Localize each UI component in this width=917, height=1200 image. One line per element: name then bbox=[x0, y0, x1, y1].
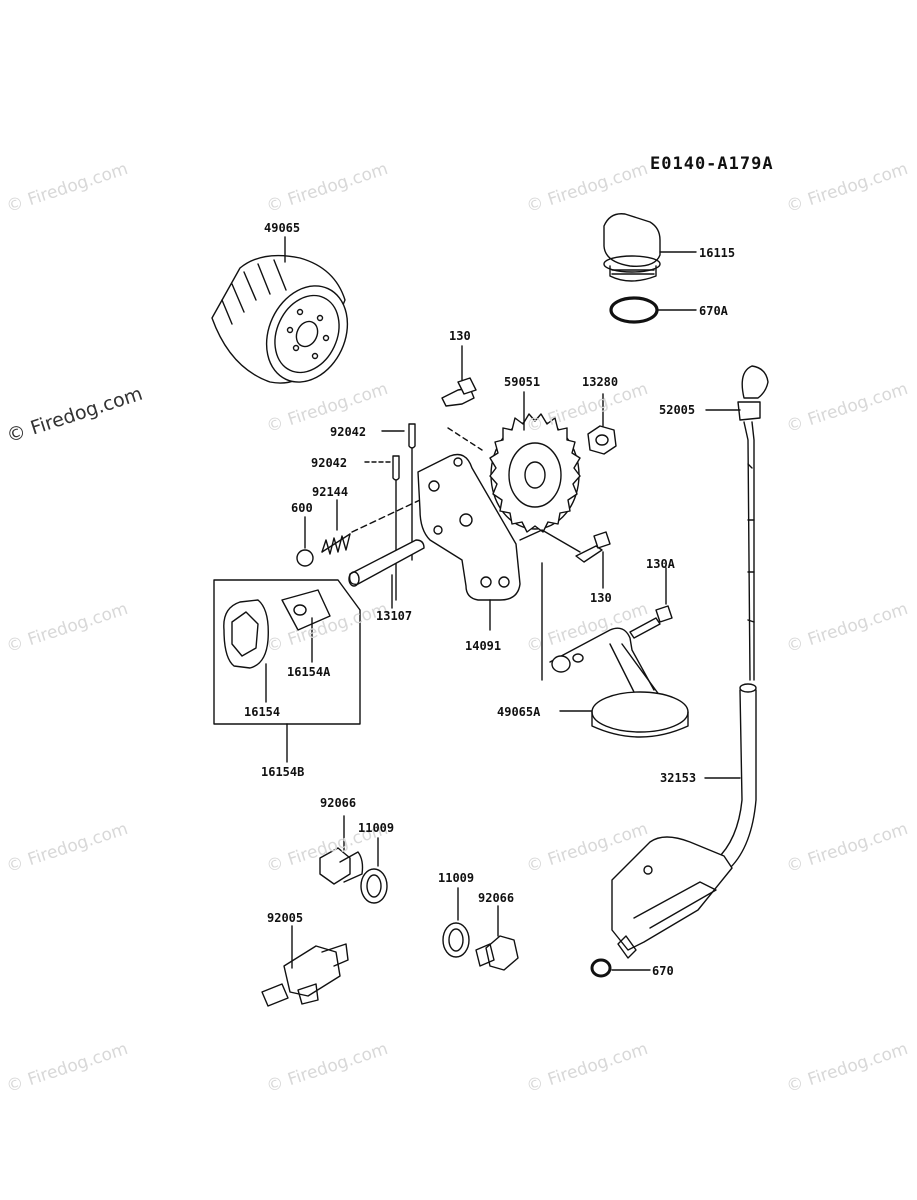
bolt-130a bbox=[629, 567, 673, 639]
part-label[interactable]: 49065A bbox=[497, 705, 541, 719]
drain-plug-a bbox=[319, 815, 364, 885]
part-label[interactable]: 130 bbox=[449, 329, 471, 343]
part-label[interactable]: 52005 bbox=[659, 403, 696, 417]
part-label[interactable]: 13280 bbox=[582, 375, 619, 389]
part-label[interactable]: 16154B bbox=[261, 765, 305, 779]
oil-filter bbox=[211, 236, 349, 384]
bypass-valve-kit bbox=[213, 579, 361, 763]
part-label[interactable]: 130 bbox=[590, 591, 612, 605]
bolt-130-top bbox=[441, 345, 477, 407]
part-label[interactable]: 92066 bbox=[478, 891, 515, 905]
relief-spring bbox=[321, 499, 421, 555]
part-label[interactable]: 11009 bbox=[438, 871, 475, 885]
bolt-130-mid bbox=[575, 531, 611, 589]
washer-b bbox=[442, 922, 470, 958]
o-ring-670a bbox=[609, 296, 659, 324]
oil-pump-gear bbox=[489, 391, 581, 533]
part-label[interactable]: 59051 bbox=[504, 375, 541, 389]
pump-shaft bbox=[348, 539, 425, 609]
dipstick bbox=[705, 365, 769, 681]
washer-a bbox=[360, 868, 388, 904]
o-ring-670 bbox=[590, 958, 612, 978]
part-label[interactable]: 16154A bbox=[287, 665, 331, 679]
drain-plug-b bbox=[475, 905, 519, 971]
part-label[interactable]: 670 bbox=[652, 964, 674, 978]
part-label[interactable]: 16154 bbox=[244, 705, 281, 719]
ball-600 bbox=[296, 549, 314, 567]
part-label[interactable]: 92144 bbox=[312, 485, 349, 499]
part-label[interactable]: 32153 bbox=[660, 771, 697, 785]
part-label[interactable]: 13107 bbox=[376, 609, 413, 623]
part-label[interactable]: 92042 bbox=[330, 425, 367, 439]
oil-filler-cap bbox=[603, 213, 697, 282]
part-label[interactable]: 11009 bbox=[358, 821, 395, 835]
part-label[interactable]: 92042 bbox=[311, 456, 348, 470]
part-label[interactable]: 600 bbox=[291, 501, 313, 515]
part-label[interactable]: 130A bbox=[646, 557, 675, 571]
diagram-code: E0140-A179A bbox=[650, 154, 774, 174]
part-label[interactable]: 92066 bbox=[320, 796, 357, 810]
nut-13280 bbox=[587, 393, 617, 455]
part-label[interactable]: 92005 bbox=[267, 911, 304, 925]
pump-plate bbox=[417, 427, 581, 681]
part-label[interactable]: 16115 bbox=[699, 246, 736, 260]
pressure-switch bbox=[261, 925, 349, 1007]
oil-strainer bbox=[549, 627, 689, 738]
part-label[interactable]: 14091 bbox=[465, 639, 502, 653]
part-label[interactable]: 49065 bbox=[264, 221, 301, 235]
part-label[interactable]: 670A bbox=[699, 304, 728, 318]
dipstick-tube bbox=[611, 683, 757, 959]
